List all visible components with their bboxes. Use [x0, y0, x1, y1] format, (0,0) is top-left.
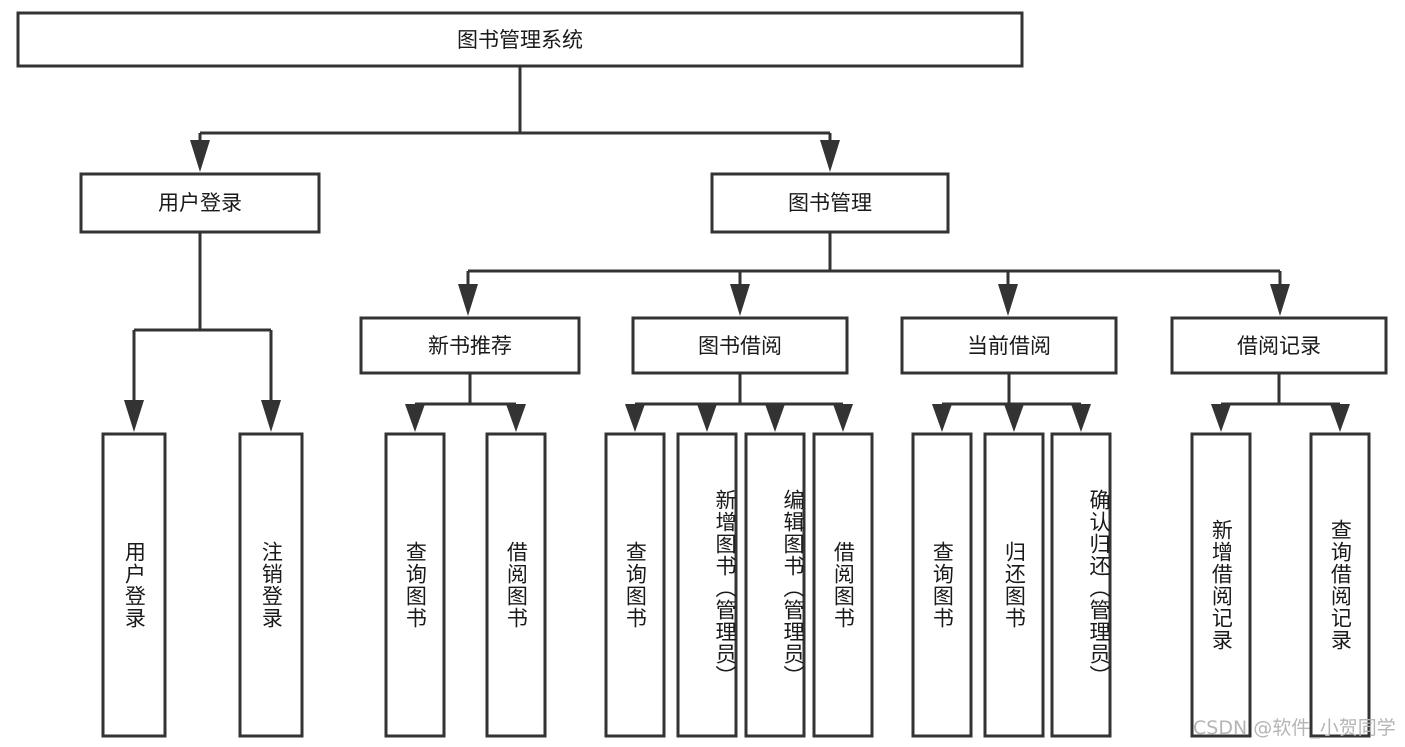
arrowhead-leaf-borrow-book [833, 404, 853, 432]
node-leaf-query-book-cur-box[interactable] [911, 432, 973, 738]
node-new-book-rec[interactable]: 新书推荐 [359, 316, 581, 375]
node-user-login-label: 用户登录 [158, 191, 242, 215]
node-leaf-confirm-return-box[interactable] [1050, 432, 1112, 738]
node-leaf-query-book-borrow-box[interactable] [604, 432, 666, 738]
node-leaf-return-book-box[interactable] [983, 432, 1045, 738]
arrowhead-current-borrow [998, 284, 1018, 316]
arrowhead-leaf-add-book [697, 404, 717, 432]
node-book-manage-label: 图书管理 [788, 191, 872, 215]
arrowhead-leaf-return-book [1004, 404, 1024, 432]
node-current-borrow-box[interactable] [900, 316, 1118, 375]
arrowhead-leaf-add-record [1211, 404, 1231, 432]
node-book-manage[interactable]: 图书管理 [710, 172, 950, 234]
node-borrow-record[interactable]: 借阅记录 [1170, 316, 1388, 375]
node-leaf-add-book-box[interactable] [676, 432, 738, 738]
arrowhead-leaf-borrow-book-rec [506, 404, 526, 432]
csdn-watermark: CSDN @软件_小贺同学 [1193, 717, 1396, 739]
node-book-borrow[interactable]: 图书借阅 [631, 316, 849, 375]
node-leaf-query-book-rec-box[interactable] [384, 432, 446, 738]
node-borrow-record-box[interactable] [1170, 316, 1388, 375]
arrowhead-leaf-query-book-cur [932, 404, 952, 432]
node-book-borrow-label: 图书借阅 [698, 334, 782, 358]
node-leaf-add-record-box[interactable] [1190, 432, 1252, 738]
node-current-borrow-label: 当前借阅 [967, 334, 1051, 358]
arrowhead-book-manage [820, 140, 840, 172]
arrowhead-new-book-rec [458, 284, 478, 316]
node-book-manage-box[interactable] [710, 172, 950, 234]
node-leaf-user-logout-box[interactable] [238, 432, 304, 738]
node-leaf-borrow-book-rec-box[interactable] [485, 432, 547, 738]
node-root[interactable]: 图书管理系统 [16, 11, 1024, 68]
arrowhead-leaf-query-book-borrow [625, 404, 645, 432]
node-user-login-box[interactable] [79, 172, 321, 234]
arrowhead-leaf-edit-book [765, 404, 785, 432]
node-new-book-rec-box[interactable] [359, 316, 581, 375]
arrowhead-leaf-user-login [124, 400, 144, 432]
node-current-borrow[interactable]: 当前借阅 [900, 316, 1118, 375]
node-user-login[interactable]: 用户登录 [79, 172, 321, 234]
node-borrow-record-label: 借阅记录 [1237, 334, 1321, 358]
arrowhead-leaf-user-logout [261, 400, 281, 432]
node-new-book-rec-label: 新书推荐 [428, 334, 512, 358]
node-leaf-borrow-book-box[interactable] [812, 432, 874, 738]
connectors-layer [124, 66, 1350, 432]
node-root-label: 图书管理系统 [457, 28, 583, 52]
node-leaf-edit-book-box[interactable] [744, 432, 806, 738]
nodes-layer: 图书管理系统 用户登录 图书管理 新书推荐 图书借阅 当前 [16, 11, 1388, 738]
node-root-box[interactable] [16, 11, 1024, 68]
node-leaf-user-login-box[interactable] [101, 432, 167, 738]
arrowhead-borrow-record [1270, 284, 1290, 316]
arrowhead-leaf-confirm-return [1071, 404, 1091, 432]
arrowhead-leaf-query-book-rec [405, 404, 425, 432]
node-book-borrow-box[interactable] [631, 316, 849, 375]
arrowhead-leaf-query-record [1330, 404, 1350, 432]
arrowhead-book-borrow [730, 284, 750, 316]
arrowhead-user-login [190, 140, 210, 172]
node-leaf-query-record-box[interactable] [1309, 432, 1371, 738]
